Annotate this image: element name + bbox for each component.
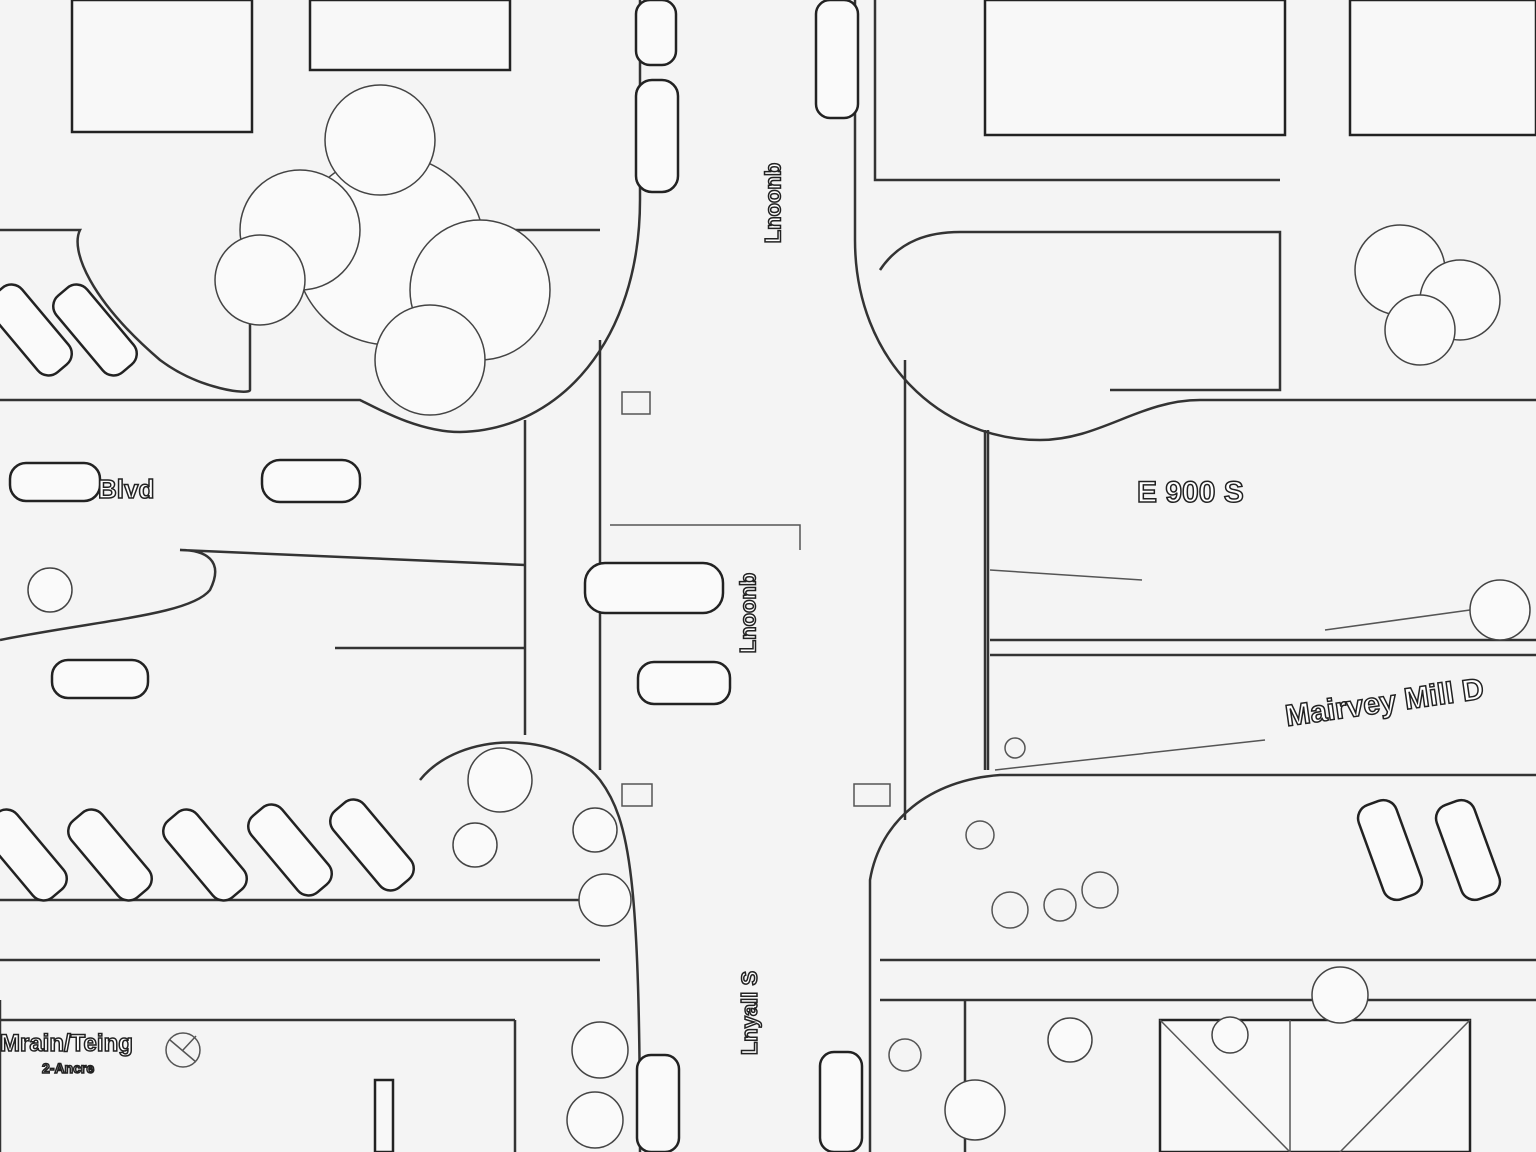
marker [853,783,891,807]
west-lot [0,548,526,650]
marker [621,783,653,807]
street-label-south: Lnyall S [736,970,763,1056]
west-lot-top [0,228,600,393]
curb-ne-top [873,0,1280,182]
trees [27,84,1531,1149]
east-ramp [989,569,1471,631]
building-sw-sign [373,1078,395,1152]
stop-line [610,524,801,550]
marker [621,391,651,415]
cars [0,0,1502,1152]
street-label-north: Lnoonb [760,162,787,244]
building-ne [983,0,1287,137]
roof-lines [1159,1019,1471,1152]
sw-block [0,898,600,1152]
building-sublabel: 2-Ancre [41,1059,95,1077]
curb-se [868,773,1536,1152]
building-se [1158,1018,1472,1152]
road-label-e-900-s: E 900 S [1136,475,1244,510]
road-label-west: Blvd [97,473,155,505]
street-label-mid: Lnoonb [735,572,762,654]
curb-nw [0,0,642,434]
building-label: Mrain/Teing [0,1029,134,1058]
lot-east-box [986,430,1536,770]
diagonal-road-line [994,739,1266,771]
curb-sw [419,741,642,1152]
building-far-ne [1348,0,1536,137]
lot-ne [878,230,1282,392]
curb-ne [853,0,1536,442]
building-n [308,0,512,72]
building-nw [70,0,254,134]
